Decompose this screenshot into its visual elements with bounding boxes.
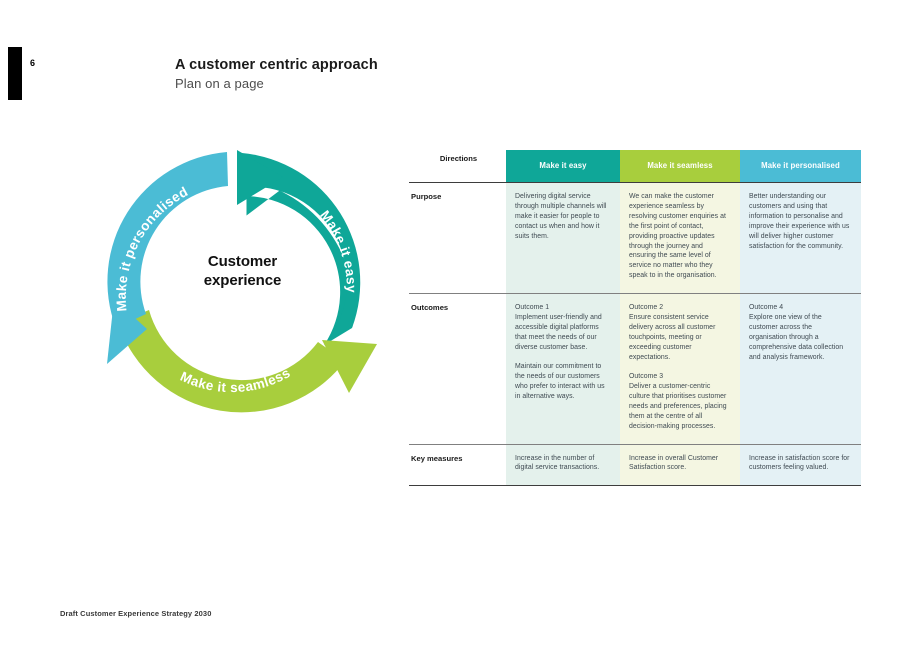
table-header-row: Directions Make it easy Make it seamless… [409,150,861,183]
cell-key-measures-make-it-seamless: Increase in overall Customer Satisfactio… [620,444,740,487]
page-title: A customer centric approach [175,57,378,73]
table-row-purpose: Purpose Delivering digital service throu… [409,182,861,295]
cell-key-measures-make-it-easy: Increase in the number of digital servic… [506,444,620,487]
segment-make-it-seamless [118,310,377,413]
column-header-make-it-easy: Make it easy [506,150,620,183]
diagram-center-line-2: experience [203,272,282,289]
column-header-make-it-personalised: Make it personalised [740,150,861,183]
cell-purpose-make-it-easy: Delivering digital service through multi… [506,182,620,295]
diagram-inner-disc [176,217,308,349]
segment-make-it-personalised [107,152,228,364]
diagram-center-label: Customer experience [100,252,385,290]
cell-paragraph: Delivering digital service through multi… [515,193,607,240]
cell-paragraph: We can make the customer experience seam… [629,193,726,280]
row-label-key-measures: Key measures [409,444,506,487]
cell-paragraph: Increase in overall Customer Satisfactio… [629,454,719,472]
column-header-make-it-seamless: Make it seamless [620,150,740,183]
row-label-purpose: Purpose [409,182,506,295]
customer-experience-cycle-diagram: Make it easy Make it seamless Make it pe… [100,148,385,413]
cell-key-measures-make-it-personalised: Increase in satisfaction score for custo… [740,444,861,487]
cell-paragraph: Maintain our commitment to the needs of … [515,363,605,400]
page-number: 6 [30,58,36,68]
plan-on-a-page-table: Directions Make it easy Make it seamless… [409,150,861,487]
cell-paragraph: Increase in satisfaction score for custo… [749,454,850,472]
cell-paragraph: Better understanding our customers and u… [749,193,850,250]
segment-make-it-easy [237,150,361,345]
row-label-outcomes: Outcomes [409,293,506,445]
table-row-key-measures: Key measures Increase in the number of d… [409,444,861,487]
diagram-center-line-1: Customer [207,253,278,270]
document-footer: Draft Customer Experience Strategy 2030 [60,609,212,618]
page-subtitle: Plan on a page [175,76,264,91]
cell-paragraph: Increase in the number of digital servic… [515,454,600,472]
header-label-directions: Directions [409,150,506,183]
page-marker-bar [8,47,22,100]
cell-purpose-make-it-seamless: We can make the customer experience seam… [620,182,740,295]
cell-purpose-make-it-personalised: Better understanding our customers and u… [740,182,861,295]
